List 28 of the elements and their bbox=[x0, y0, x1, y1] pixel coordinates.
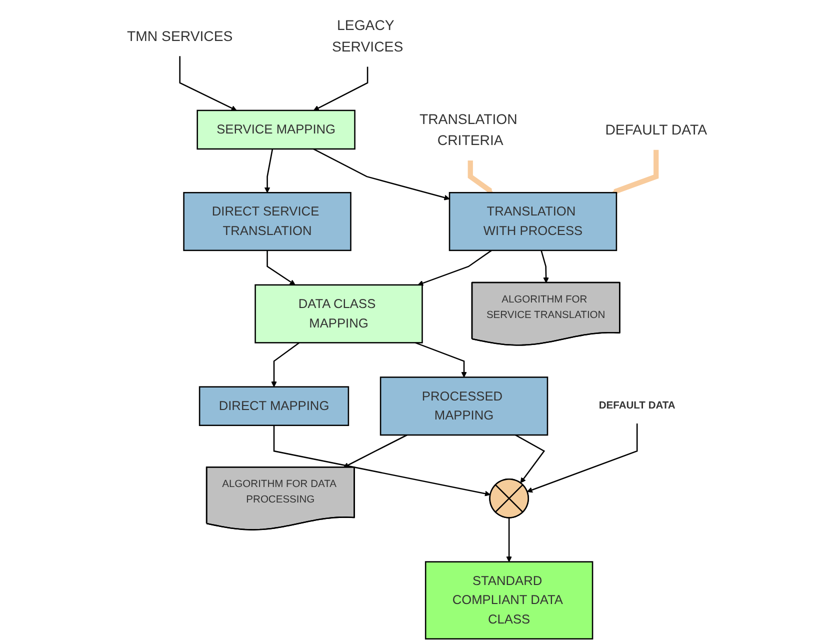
node-text: LEGACY SERVICES bbox=[332, 17, 404, 55]
arrow bbox=[266, 250, 296, 286]
node-box: TRANSLATION WITH PROCESS bbox=[448, 192, 618, 252]
arrow bbox=[526, 423, 638, 493]
node-box: DIRECT SERVICE TRANSLATION bbox=[183, 192, 352, 252]
arrow bbox=[515, 434, 546, 484]
arrow bbox=[540, 250, 549, 284]
node-text: DEFAULT DATA bbox=[605, 122, 707, 138]
arrow bbox=[612, 150, 659, 194]
arrow bbox=[418, 250, 492, 286]
node-text: TMN SERVICES bbox=[127, 28, 233, 44]
node-box: SERVICE MAPPING bbox=[196, 110, 356, 150]
node-text: TRANSLATION CRITERIA bbox=[419, 111, 518, 148]
arrow bbox=[271, 342, 300, 388]
arrow bbox=[313, 148, 450, 200]
arrow bbox=[343, 434, 408, 468]
arrow bbox=[264, 148, 274, 193]
arrow bbox=[273, 425, 490, 496]
arrow bbox=[468, 160, 493, 194]
arrow bbox=[179, 56, 237, 111]
node-box: DIRECT MAPPING bbox=[198, 386, 350, 426]
arrow bbox=[506, 518, 512, 562]
node-box: PROCESSED MAPPING bbox=[380, 376, 548, 436]
arrow bbox=[313, 66, 368, 111]
node-box: STANDARD COMPLIANT DATA CLASS bbox=[424, 561, 594, 640]
node-text: DEFAULT DATA bbox=[598, 400, 676, 412]
arrow bbox=[414, 342, 467, 378]
node-box: DATA CLASS MAPPING bbox=[254, 284, 423, 344]
